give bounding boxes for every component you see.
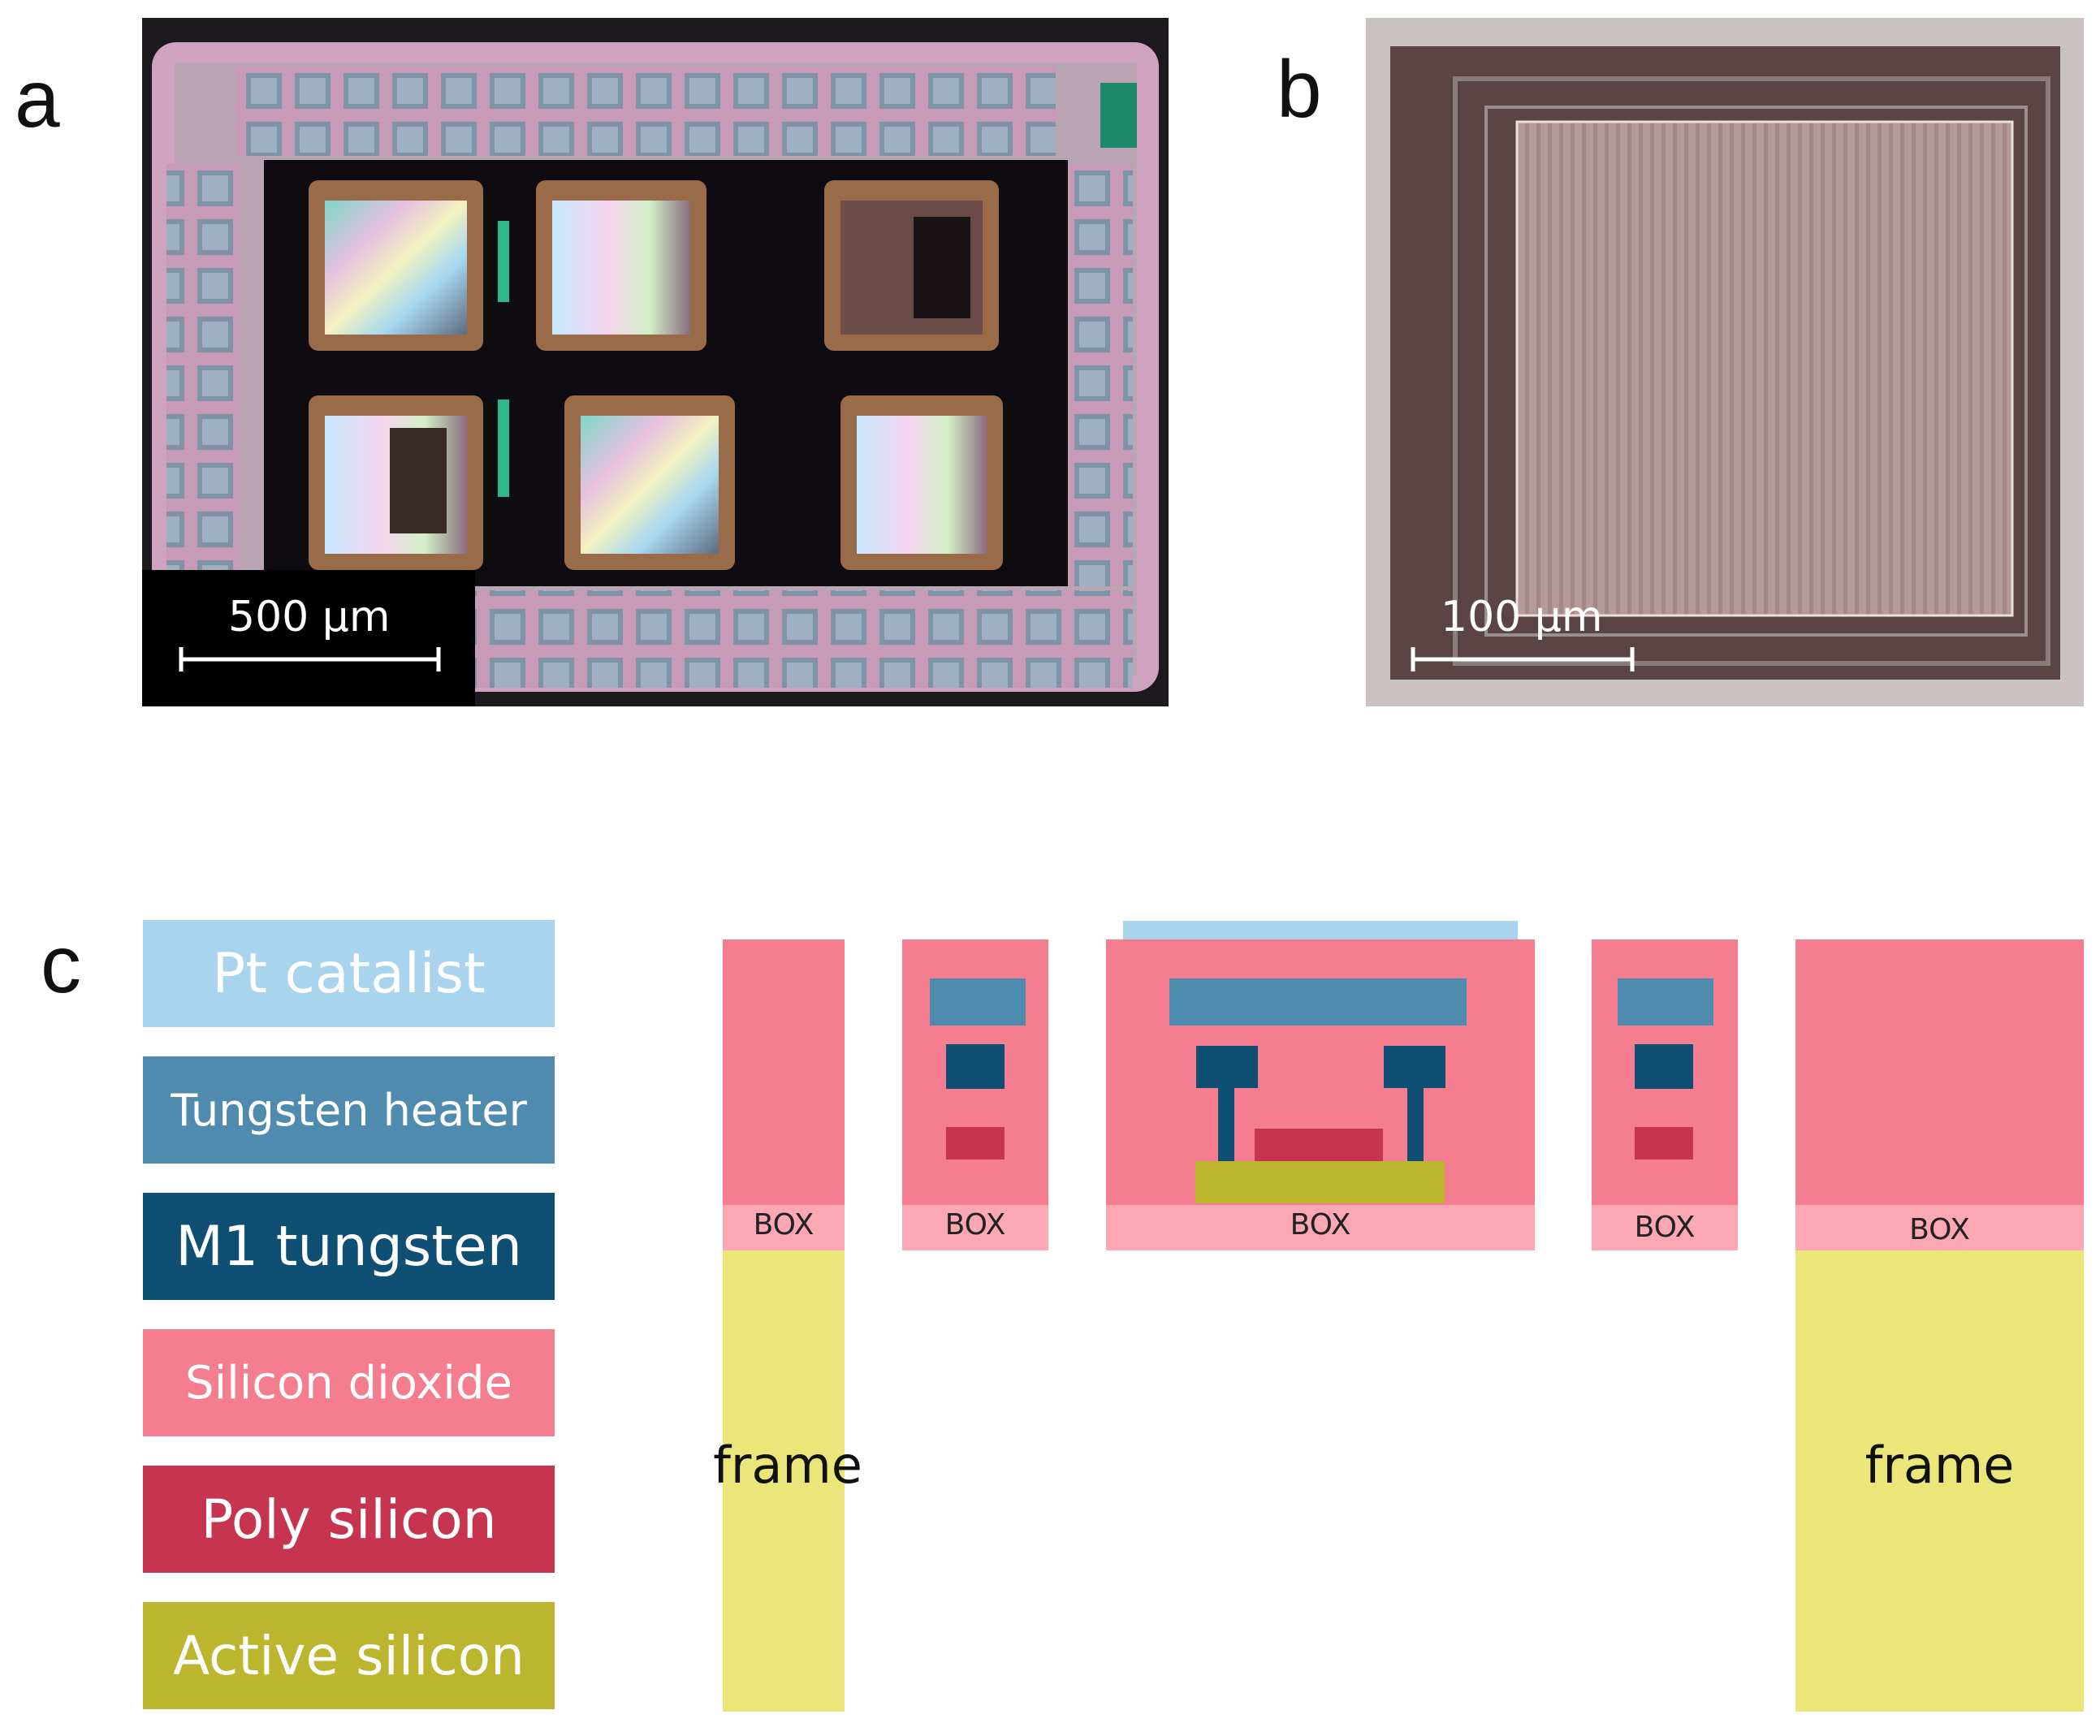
legend-label: Silicon dioxide — [185, 1356, 512, 1410]
box-layer — [1106, 1205, 1535, 1250]
legend-pt-catalist: Pt catalist — [143, 920, 555, 1027]
oxide-layer — [723, 939, 845, 1205]
m1-tungsten-block — [1635, 1044, 1693, 1089]
legend-active-silicon: Active silicon — [143, 1602, 555, 1709]
panel-b-letter: b — [1277, 44, 1322, 135]
frame-silicon — [723, 1250, 845, 1712]
frame-label-right: frame — [1865, 1436, 2015, 1495]
chip-micrograph-image — [142, 18, 1169, 706]
m1-tungsten-block — [946, 1044, 1005, 1089]
right-frame-column — [1795, 939, 2084, 1712]
legend-silicon-dioxide: Silicon dioxide — [143, 1329, 555, 1436]
oxide-layer — [1795, 939, 2084, 1205]
beam-1 — [902, 939, 1048, 1250]
panel-a-letter: a — [15, 54, 60, 145]
box-label-beam-2: BOX — [1634, 1211, 1696, 1244]
legend-label: Active silicon — [172, 1624, 525, 1687]
beam-2 — [1592, 939, 1738, 1250]
legend-label: M1 tungsten — [175, 1214, 522, 1279]
active-silicon-block — [1195, 1161, 1445, 1203]
legend-tungsten-heater: Tungsten heater — [143, 1056, 555, 1164]
left-frame-column — [723, 939, 845, 1712]
legend-label: Poly silicon — [201, 1488, 497, 1551]
panel-b-micrograph: 100 µm — [1366, 18, 2084, 706]
poly-silicon-block — [1635, 1127, 1693, 1159]
tungsten-heater-block — [930, 978, 1026, 1026]
panel-a-micrograph: 500 µm — [142, 18, 1169, 706]
box-layer — [723, 1205, 845, 1250]
poly-silicon-block — [946, 1127, 1005, 1159]
panel-c-letter: c — [41, 919, 81, 1010]
legend-label: Tungsten heater — [171, 1084, 527, 1136]
box-layer — [1592, 1205, 1738, 1250]
poly-silicon-block — [1255, 1129, 1383, 1161]
scale-bar-label-100um: 100 µm — [1441, 593, 1603, 641]
box-label-left-frame: BOX — [753, 1208, 815, 1242]
box-label-right-frame: BOX — [1909, 1213, 1970, 1246]
box-label-membrane: BOX — [1290, 1208, 1351, 1242]
box-layer — [902, 1205, 1048, 1250]
m1-tungsten-left — [1196, 1046, 1258, 1088]
central-membrane — [1106, 921, 1535, 1250]
legend-m1-tungsten: M1 tungsten — [143, 1193, 555, 1300]
legend-label: Pt catalist — [212, 941, 486, 1006]
tungsten-heater-block — [1618, 978, 1713, 1026]
via-left — [1218, 1088, 1234, 1161]
heater-micrograph-image — [1366, 18, 2084, 706]
box-label-beam-1: BOX — [944, 1208, 1006, 1242]
pt-catalist-layer — [1123, 921, 1518, 939]
frame-label-left: frame — [713, 1436, 862, 1495]
scale-bar-label-500um: 500 µm — [228, 593, 391, 641]
via-right — [1407, 1088, 1424, 1161]
tungsten-heater-block — [1169, 978, 1467, 1026]
box-layer — [1795, 1205, 2084, 1250]
m1-tungsten-right — [1384, 1046, 1445, 1088]
frame-silicon — [1795, 1250, 2084, 1712]
legend-poly-silicon: Poly silicon — [143, 1466, 555, 1573]
